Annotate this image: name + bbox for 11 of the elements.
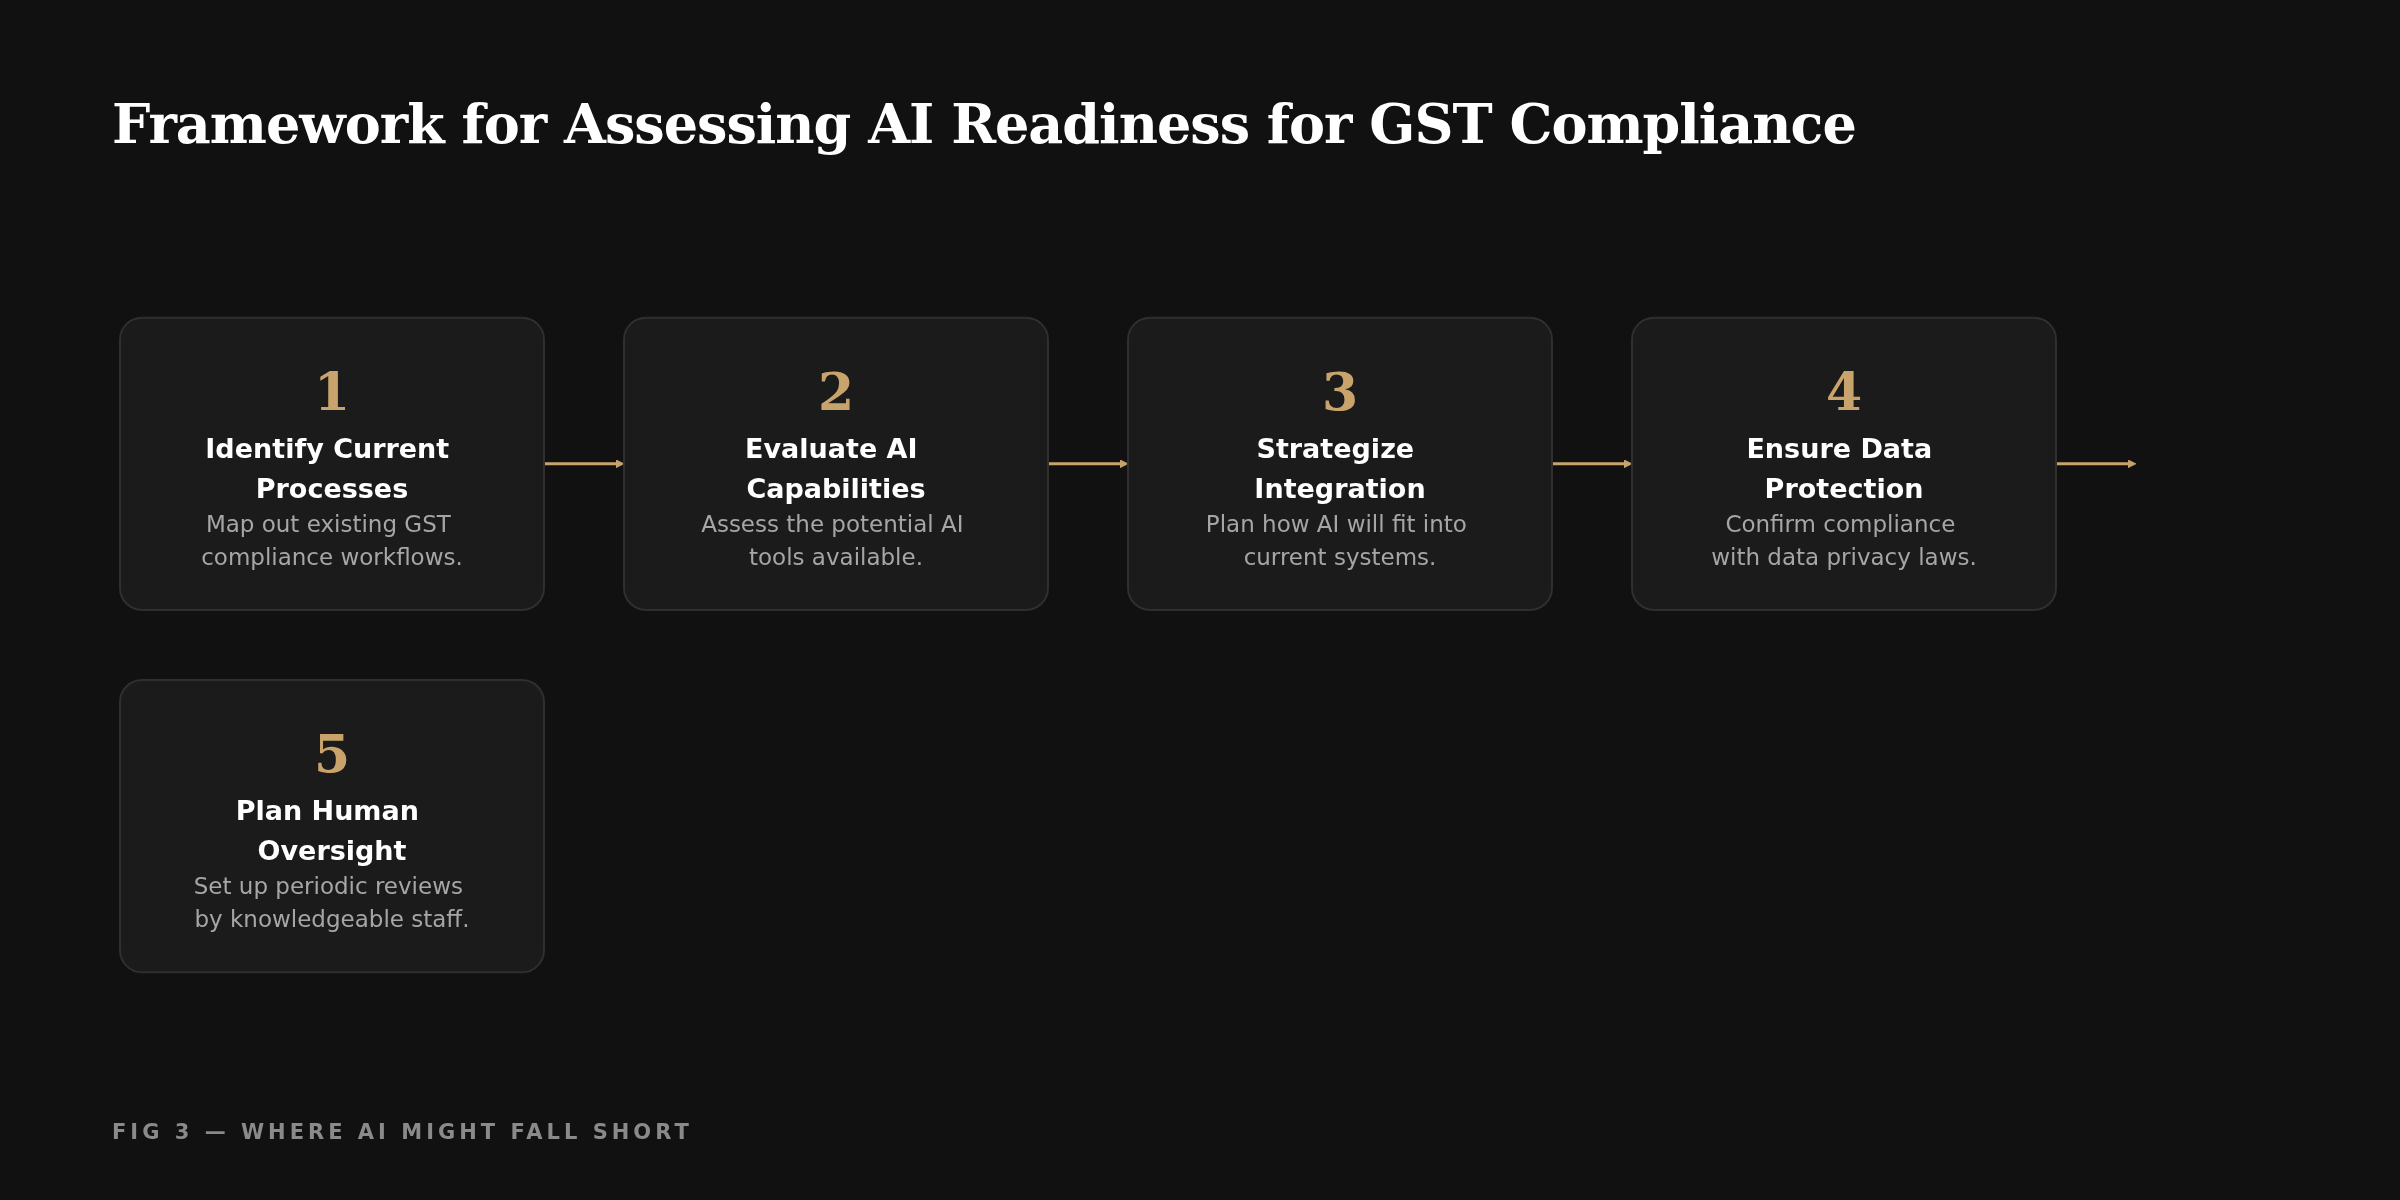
figure-caption: FIG 3 — WHERE AI MIGHT FALL SHORT [112, 1120, 693, 1144]
diagram-title: Framework for Assessing AI Readiness for GST Compliance [112, 92, 1856, 156]
arrow [2056, 459, 2137, 469]
node-box: 2 Evaluate AI Capabilities Assess the potential AI tools available. [623, 316, 1049, 611]
arrow [1552, 459, 1633, 469]
node-box: 3 Strategize Integration Plan how AI will fit into current systems. [1127, 316, 1553, 611]
node-box: 5 Plan Human Oversight Set up periodic reviews by knowledgeable staff. [119, 679, 545, 974]
arrow [544, 459, 625, 469]
node-box: 1 Identify Current Processes Map out existing GST compliance workflows. [119, 316, 545, 611]
node-box: 4 Ensure Data Protection Confirm compliance with data privacy laws. [1631, 316, 2057, 611]
arrow [1048, 459, 1129, 469]
